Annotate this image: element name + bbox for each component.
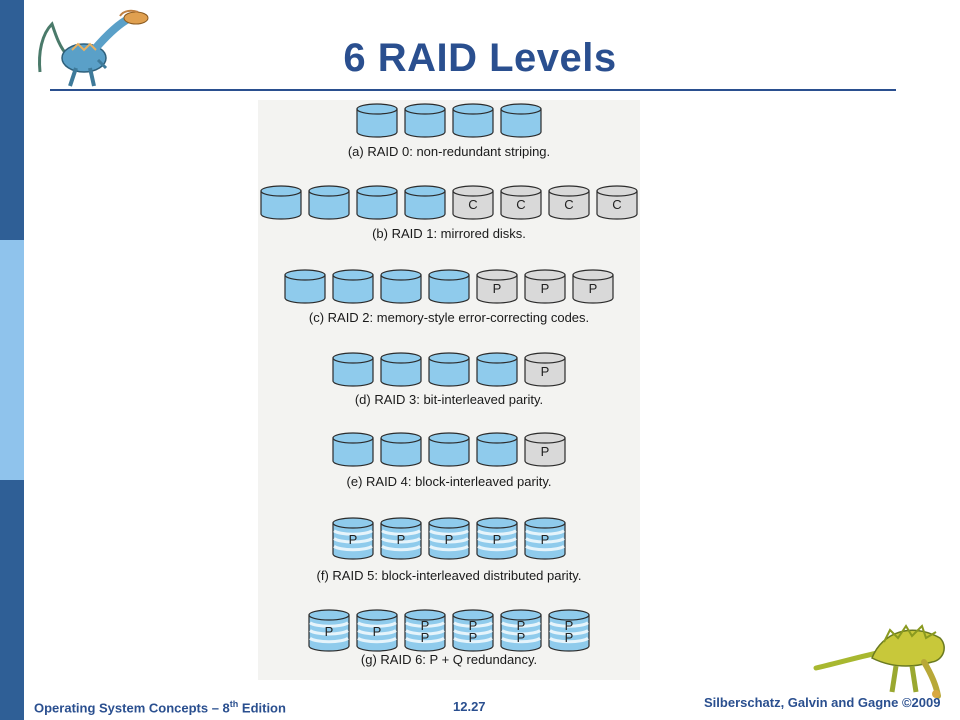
parity-label: P bbox=[589, 281, 598, 296]
raid-disk-2-7: C bbox=[548, 185, 590, 220]
raid-disk-7-5: PP bbox=[500, 609, 542, 652]
parity-label: P bbox=[325, 624, 334, 639]
parity-label: P bbox=[541, 364, 550, 379]
raid-disk-1-3 bbox=[452, 103, 494, 138]
raid-disk-2-1 bbox=[260, 185, 302, 220]
dinosaur-logo-bottom-icon bbox=[813, 624, 945, 699]
raid-caption-2: (b) RAID 1: mirrored disks. bbox=[372, 226, 526, 241]
parity-label: P bbox=[541, 532, 550, 547]
copy-label: C bbox=[612, 197, 621, 212]
raid-disk-3-6: P bbox=[524, 269, 566, 304]
raid-disk-4-2 bbox=[380, 352, 422, 387]
parity-label: P bbox=[565, 618, 574, 633]
title-underline bbox=[50, 89, 896, 91]
parity-label: P bbox=[541, 281, 550, 296]
raid-disk-3-1 bbox=[284, 269, 326, 304]
raid-disk-2-8: C bbox=[596, 185, 638, 220]
raid-disk-5-2 bbox=[380, 432, 422, 467]
raid-disk-4-5: P bbox=[524, 352, 566, 387]
raid-disk-3-2 bbox=[332, 269, 374, 304]
raid-disk-4-1 bbox=[332, 352, 374, 387]
raid-disk-5-3 bbox=[428, 432, 470, 467]
raid-disk-7-6: PP bbox=[548, 609, 590, 652]
parity-label: P bbox=[373, 624, 382, 639]
raid-disk-7-1: P bbox=[308, 609, 350, 652]
raid-disk-2-6: C bbox=[500, 185, 542, 220]
footer-page-number: 12.27 bbox=[453, 699, 486, 714]
raid-disk-6-4: P bbox=[476, 517, 518, 560]
raid-caption-6: (f) RAID 5: block-interleaved distribute… bbox=[317, 568, 582, 583]
raid-disk-1-1 bbox=[356, 103, 398, 138]
parity-label: P bbox=[493, 532, 502, 547]
parity-label: P bbox=[517, 618, 526, 633]
raid-disk-3-4 bbox=[428, 269, 470, 304]
raid-disk-1-4 bbox=[500, 103, 542, 138]
raid-disk-5-1 bbox=[332, 432, 374, 467]
raid-disk-7-2: P bbox=[356, 609, 398, 652]
copy-label: C bbox=[516, 197, 525, 212]
parity-label: P bbox=[541, 444, 550, 459]
raid-disk-6-1: P bbox=[332, 517, 374, 560]
raid-disk-3-3 bbox=[380, 269, 422, 304]
raid-disk-1-2 bbox=[404, 103, 446, 138]
raid-disk-3-5: P bbox=[476, 269, 518, 304]
raid-caption-1: (a) RAID 0: non-redundant striping. bbox=[348, 144, 550, 159]
raid-caption-4: (d) RAID 3: bit-interleaved parity. bbox=[355, 392, 543, 407]
footer-authors: Silberschatz, Galvin and Gagne ©2009 bbox=[704, 695, 941, 710]
raid-disk-6-2: P bbox=[380, 517, 422, 560]
raid-disk-5-5: P bbox=[524, 432, 566, 467]
parity-label: P bbox=[421, 618, 430, 633]
raid-disk-2-2 bbox=[308, 185, 350, 220]
raid-caption-5: (e) RAID 4: block-interleaved parity. bbox=[347, 474, 552, 489]
left-sidebar-accent bbox=[0, 240, 24, 480]
dinosaur-logo-top-icon bbox=[38, 9, 149, 87]
parity-label: P bbox=[397, 532, 406, 547]
raid-disk-7-3: PP bbox=[404, 609, 446, 652]
parity-label: P bbox=[421, 630, 430, 645]
raid-disk-5-4 bbox=[476, 432, 518, 467]
parity-label: P bbox=[517, 630, 526, 645]
copy-label: C bbox=[564, 197, 573, 212]
parity-label: P bbox=[349, 532, 358, 547]
parity-label: P bbox=[493, 281, 502, 296]
raid-disk-6-3: P bbox=[428, 517, 470, 560]
raid-caption-3: (c) RAID 2: memory-style error-correctin… bbox=[309, 310, 589, 325]
raid-disk-4-4 bbox=[476, 352, 518, 387]
parity-label: P bbox=[469, 630, 478, 645]
parity-label: P bbox=[445, 532, 454, 547]
footer-course-title: Operating System Concepts – 8th Edition bbox=[34, 699, 286, 716]
raid-disk-2-5: C bbox=[452, 185, 494, 220]
raid-disk-2-4 bbox=[404, 185, 446, 220]
raid-caption-7: (g) RAID 6: P + Q redundancy. bbox=[361, 652, 537, 667]
raid-disk-7-4: PP bbox=[452, 609, 494, 652]
raid-disk-2-3 bbox=[356, 185, 398, 220]
parity-label: P bbox=[565, 630, 574, 645]
raid-levels-diagram: (a) RAID 0: non-redundant striping. C C C C (… bbox=[260, 103, 638, 667]
slide-title: 6 RAID Levels bbox=[343, 36, 617, 80]
copy-label: C bbox=[468, 197, 477, 212]
raid-disk-4-3 bbox=[428, 352, 470, 387]
raid-disk-3-7: P bbox=[572, 269, 614, 304]
raid-disk-6-5: P bbox=[524, 517, 566, 560]
parity-label: P bbox=[469, 618, 478, 633]
